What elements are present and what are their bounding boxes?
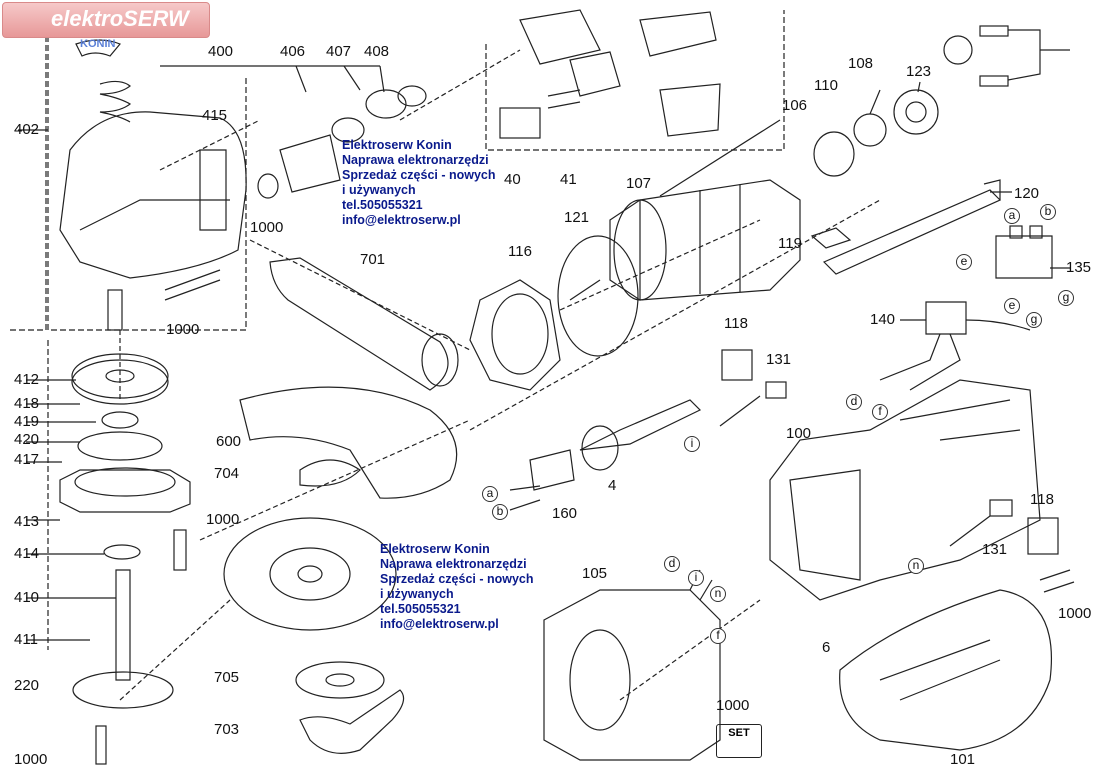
part-label: 413 <box>14 513 40 530</box>
watermark-line: info@elektroserw.pl <box>342 213 461 227</box>
part-label: 402 <box>14 121 40 138</box>
part-label: 118 <box>1030 491 1054 508</box>
watermark-line: i używanych <box>380 587 454 601</box>
part-label: 419 <box>14 413 40 430</box>
elektroserw-logo: elektroSERW <box>2 2 210 38</box>
wire-letter-marker: e <box>956 254 972 270</box>
set-kit-box: SET <box>716 724 762 758</box>
part-label: 701 <box>360 251 386 268</box>
part-label: 406 <box>280 43 306 60</box>
set-label: SET <box>728 727 750 739</box>
part-label: 1000 <box>1058 605 1092 622</box>
part-label: 101 <box>950 751 976 768</box>
wire-letter-marker: i <box>684 436 700 452</box>
watermark-line: Elektroserw Konin <box>380 542 490 556</box>
wire-letter-marker: a <box>482 486 498 502</box>
wire-letter-marker: i <box>688 570 704 586</box>
part-label: 4 <box>608 477 617 494</box>
part-label: 1000 <box>166 321 200 338</box>
part-label: 418 <box>14 395 40 412</box>
part-label: 106 <box>782 97 808 114</box>
part-label: 220 <box>14 677 40 694</box>
watermark-block-top: Elektroserw Konin Naprawa elektronarzędz… <box>342 138 496 228</box>
part-label: 105 <box>582 565 608 582</box>
part-label: 119 <box>778 235 802 252</box>
part-label: 414 <box>14 545 40 562</box>
part-label: 400 <box>208 43 234 60</box>
part-label: 123 <box>906 63 932 80</box>
part-label: 120 <box>1014 185 1040 202</box>
wire-letter-marker: g <box>1058 290 1074 306</box>
part-label: 417 <box>14 451 40 468</box>
part-label: 110 <box>814 77 838 94</box>
part-label: 1000 <box>716 697 750 714</box>
part-label: 420 <box>14 431 40 448</box>
part-label: 40 <box>504 171 521 188</box>
part-label: 705 <box>214 669 240 686</box>
part-label: 118 <box>724 315 748 332</box>
part-label: 703 <box>214 721 240 738</box>
watermark-line: tel.505055321 <box>380 602 461 616</box>
part-label: 407 <box>326 43 352 60</box>
part-label: 131 <box>766 351 792 368</box>
part-label: 135 <box>1066 259 1092 276</box>
watermark-line: Sprzedaż części - nowych <box>342 168 496 182</box>
watermark-line: Naprawa elektronarzędzi <box>380 557 527 571</box>
wire-letter-marker: n <box>908 558 924 574</box>
part-label: 108 <box>848 55 874 72</box>
wire-letter-marker: n <box>710 586 726 602</box>
watermark-line: Elektroserw Konin <box>342 138 452 152</box>
part-label: 600 <box>216 433 242 450</box>
part-label: 412 <box>14 371 40 388</box>
part-label: 6 <box>822 639 831 656</box>
part-label: 410 <box>14 589 40 606</box>
watermark-line: tel.505055321 <box>342 198 423 212</box>
part-label: 1000 <box>206 511 240 528</box>
part-label: 116 <box>508 243 532 260</box>
wire-letter-marker: e <box>1004 298 1020 314</box>
logo-brand-name: elektroSERW <box>51 6 189 31</box>
part-label: 1000 <box>14 751 48 768</box>
part-label: 408 <box>364 43 390 60</box>
wire-letter-marker: f <box>710 628 726 644</box>
part-label: 160 <box>552 505 578 522</box>
watermark-line: info@elektroserw.pl <box>380 617 499 631</box>
wire-letter-marker: g <box>1026 312 1042 328</box>
watermark-line: Sprzedaż części - nowych <box>380 572 534 586</box>
part-label: 704 <box>214 465 240 482</box>
watermark-line: i używanych <box>342 183 416 197</box>
part-label: 415 <box>202 107 228 124</box>
wire-letter-marker: b <box>492 504 508 520</box>
watermark-line: Naprawa elektronarzędzi <box>342 153 489 167</box>
part-label: 107 <box>626 175 652 192</box>
part-label: 1000 <box>250 219 284 236</box>
watermark-block-bottom: Elektroserw Konin Naprawa elektronarzędz… <box>380 542 534 632</box>
part-label: 121 <box>564 209 590 226</box>
part-label: 41 <box>560 171 577 188</box>
wire-letter-marker: b <box>1040 204 1056 220</box>
wire-letter-marker: d <box>664 556 680 572</box>
wire-letter-marker: a <box>1004 208 1020 224</box>
part-label: 411 <box>14 631 38 648</box>
wire-letter-marker: f <box>872 404 888 420</box>
logo-city: KONIN <box>80 38 116 50</box>
part-label: 100 <box>786 425 812 442</box>
part-label: 140 <box>870 311 896 328</box>
part-label: 131 <box>982 541 1008 558</box>
wire-letter-marker: d <box>846 394 862 410</box>
